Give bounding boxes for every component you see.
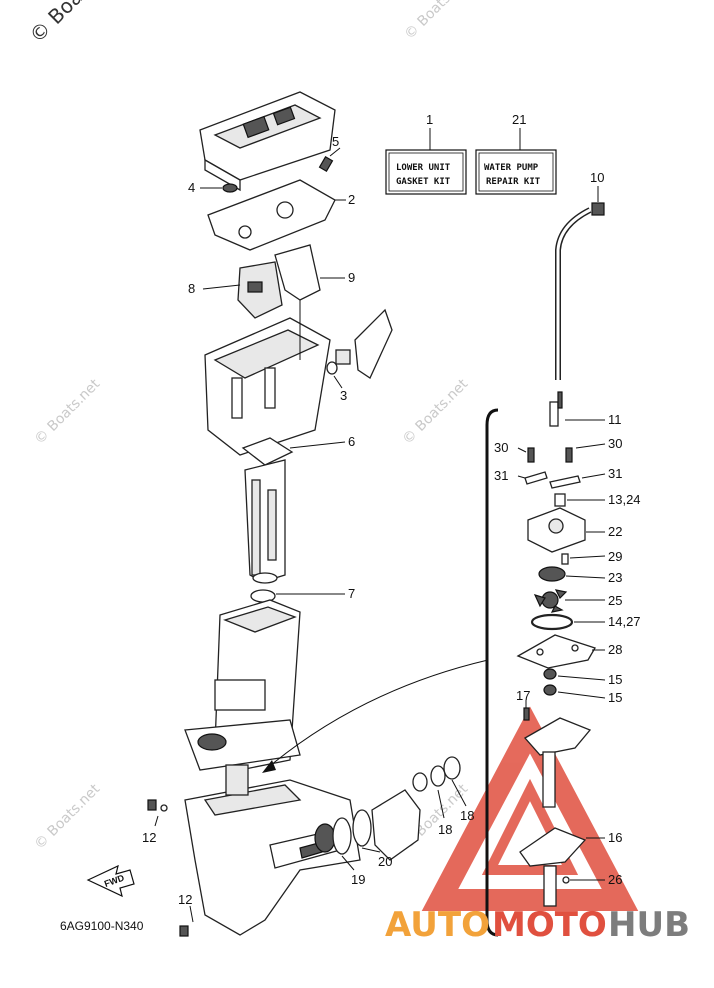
part-8-plate: 8 [188, 261, 283, 319]
callout-number: 18 [460, 808, 474, 823]
part-2-gasket: 2 [207, 179, 355, 251]
inset-bracket [485, 408, 499, 937]
part-5-bolt: 5 [318, 134, 341, 173]
callout-number: 4 [188, 180, 195, 195]
callout-number: 14,27 [608, 614, 641, 629]
callout-number: 3 [340, 388, 347, 403]
water-pump-stack: 11 30 30 31 31 13,24 22 29 23 25 [494, 391, 641, 907]
callout-number: 25 [608, 593, 622, 608]
kit-label-line2: REPAIR KIT [486, 177, 541, 187]
callout-number: 11 [608, 412, 622, 427]
automotohub-logo: AUTO MOTO HUB [385, 905, 690, 945]
callout-number: 20 [378, 854, 392, 869]
callout-number: 21 [512, 112, 526, 127]
logo-triangle [421, 706, 639, 911]
callout-number: 22 [608, 524, 622, 539]
kit-lower-unit-gasket: 1 LOWER UNIT GASKET KIT [385, 112, 467, 195]
callout-number: 7 [348, 586, 355, 601]
part-10-water-tube: 10 [555, 170, 605, 380]
impeller-icon [533, 589, 568, 613]
part-3-seal: 3 [326, 308, 393, 403]
watermark: © Boats.net [402, 0, 474, 43]
fwd-arrow-icon: FWD [86, 864, 135, 898]
watermark: © Boats.net [32, 376, 104, 448]
part-9-gasket: 9 [274, 244, 355, 301]
part-lower-unit-case [184, 599, 361, 936]
kit-label-line1: WATER PUMP [484, 163, 539, 173]
callout-number: 13,24 [608, 492, 641, 507]
kit-label-line2: GASKET KIT [396, 177, 451, 187]
connector-arrow [262, 659, 489, 773]
logo-part2: MOTO [492, 905, 607, 945]
callout-number: 15 [608, 690, 622, 705]
callout-number: 15 [608, 672, 622, 687]
callout-number: 31 [608, 466, 622, 481]
callout-number: 29 [608, 549, 622, 564]
part-12-bolts: 12 12 [142, 799, 194, 937]
callout-number: 31 [494, 468, 508, 483]
part-6-gasket: 6 [241, 434, 355, 466]
callout-number: 18 [438, 822, 452, 837]
callout-number: 5 [332, 134, 339, 149]
callout-number: 23 [608, 570, 622, 585]
callout-number: 1 [426, 112, 433, 127]
callout-number: 30 [494, 440, 508, 455]
callout-number: 17 [516, 688, 530, 703]
kit-label-line1: LOWER UNIT [396, 163, 451, 173]
part-upper-cover [199, 91, 336, 192]
part-exhaust-block [204, 300, 331, 456]
callout-number: 8 [188, 281, 195, 296]
part-4-grommet: 4 [188, 180, 238, 195]
callout-number: 30 [608, 436, 622, 451]
callout-number: 26 [608, 872, 622, 887]
callout-number: 28 [608, 642, 622, 657]
callout-number: 19 [351, 872, 365, 887]
watermark: © Boats.net [25, 0, 128, 48]
diagram-code: 6AG9100-N340 [60, 919, 144, 933]
logo-part1: AUTO [385, 905, 490, 945]
watermark: © Boats.net [400, 376, 472, 448]
part-shaft-housing [244, 459, 286, 584]
callout-number: 10 [590, 170, 604, 185]
callout-number: 2 [348, 192, 355, 207]
part-7-seal: 7 [250, 586, 355, 603]
callout-number: 16 [608, 830, 622, 845]
callout-number: 12 [178, 892, 192, 907]
logo-part3: HUB [608, 905, 690, 945]
kit-water-pump-repair: 21 WATER PUMP REPAIR KIT [475, 112, 557, 195]
callout-number: 9 [348, 270, 355, 285]
callout-number: 12 [142, 830, 156, 845]
callout-number: 6 [348, 434, 355, 449]
part-side-seals: 18 18 19 20 [314, 756, 474, 887]
watermark: © Boats.net [32, 781, 104, 853]
